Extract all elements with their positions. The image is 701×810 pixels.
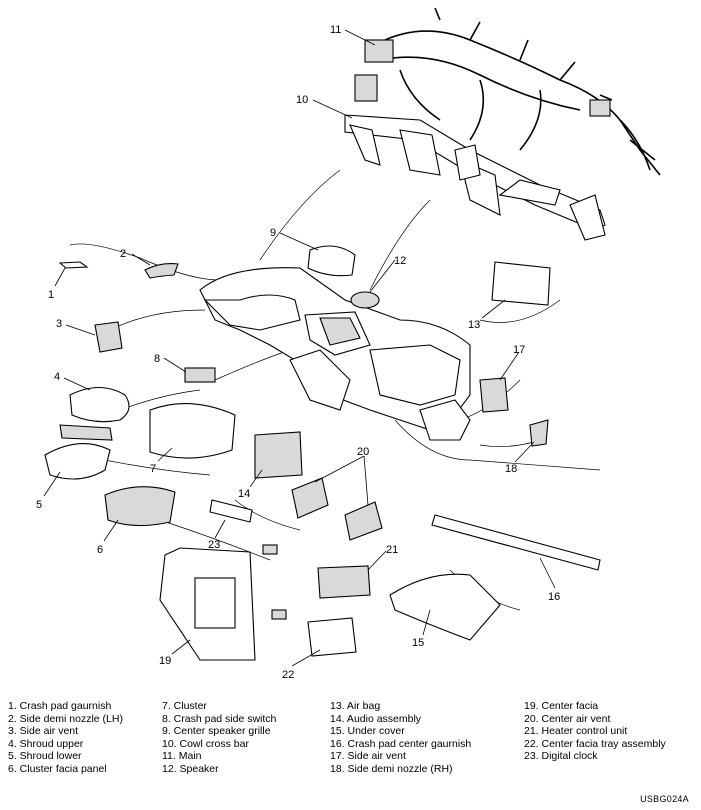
legend-item: 20. Center air vent [524, 712, 611, 725]
legend-item: 23. Digital clock [524, 750, 598, 763]
figure-code: USBG024A [640, 794, 689, 804]
side-air-vent-rh [479, 377, 509, 413]
legend-item: 5. Shroud lower [8, 750, 82, 763]
clip-hardware [262, 544, 278, 555]
legend-column-1: 1. Crash pad gaurnish 2. Side demi nozzl… [8, 700, 123, 776]
center-air-vent-right [344, 501, 383, 541]
callout-20: 20 [357, 446, 369, 458]
callout-22: 22 [282, 669, 294, 681]
air-bag [491, 261, 551, 306]
clip-hardware [271, 609, 287, 620]
callout-23: 23 [208, 539, 220, 551]
callout-1: 1 [48, 289, 54, 301]
under-cover [389, 573, 501, 641]
legend-item: 15. Under cover [330, 725, 405, 738]
legend-item: 10. Cowl cross bar [162, 737, 249, 750]
center-air-vent-left [291, 477, 329, 519]
callout-5: 5 [36, 499, 42, 511]
shroud-lower [44, 443, 111, 480]
heater-control-unit [317, 565, 371, 599]
legend-item: 9. Center speaker grille [162, 725, 271, 738]
callout-15: 15 [412, 637, 424, 649]
legend-item: 7. Cluster [162, 700, 207, 712]
callout-11: 11 [330, 24, 341, 36]
callout-18: 18 [505, 463, 517, 475]
legend-item: 12. Speaker [162, 762, 219, 775]
callout-3: 3 [56, 318, 62, 330]
leader-lines [43, 29, 556, 667]
legend-item: 6. Cluster facia panel [8, 762, 107, 775]
shroud-upper [69, 386, 130, 423]
cluster [149, 403, 236, 459]
legend-item: 19. Center facia [524, 700, 599, 712]
legend-item: 11. Main [162, 750, 202, 763]
center-facia-tray-assembly [307, 617, 357, 657]
side-demi-nozzle-lh [144, 263, 179, 279]
legend-item: 2. Side demi nozzle (LH) [8, 712, 123, 725]
legend-item: 22. Center facia tray assembly [524, 737, 666, 750]
callout-10: 10 [296, 94, 308, 106]
crash-pad-side-switch [184, 367, 216, 383]
harness-connector [589, 99, 611, 117]
center-speaker-grille [307, 245, 356, 277]
callout-17: 17 [513, 344, 525, 356]
crash-pad-garnish [58, 261, 89, 269]
cluster-facia-panel [104, 486, 176, 527]
digital-clock [209, 499, 253, 523]
legend-item: 17. Side air vent [330, 750, 406, 763]
speaker [350, 291, 380, 309]
callout-14: 14 [238, 488, 250, 500]
exploded-parts-diagram: 1 2 3 4 5 6 7 8 9 10 11 12 13 14 15 16 1… [36, 7, 661, 681]
side-demi-nozzle-rh [529, 419, 549, 447]
legend-column-2: 7. Cluster 8. Crash pad side switch 9. C… [162, 700, 276, 776]
callout-9: 9 [270, 227, 276, 239]
legend-item: 8. Crash pad side switch [162, 712, 277, 725]
legend-item: 3. Side air vent [8, 725, 79, 738]
callout-12: 12 [394, 255, 406, 267]
legend-item: 1. Crash pad gaurnish [8, 700, 112, 712]
side-air-vent-lh [94, 321, 123, 353]
callout-7: 7 [150, 463, 156, 475]
harness-connector-block [364, 39, 394, 63]
legend-item: 13. Air bag [330, 700, 381, 712]
legend-column-4: 19. Center facia 20. Center air vent 21.… [524, 700, 666, 763]
cowl-cross-bar [344, 114, 606, 241]
crash-pad-center-garnish [431, 514, 601, 571]
callout-21: 21 [386, 544, 398, 556]
harness-junction-box [354, 74, 378, 102]
callout-8: 8 [154, 353, 160, 365]
shroud-lower-grille [59, 424, 113, 441]
crash-pad-main [199, 267, 471, 441]
callout-2: 2 [120, 248, 126, 260]
parts-legend: 1. Crash pad gaurnish 2. Side demi nozzl… [0, 700, 701, 792]
center-facia-opening [194, 577, 236, 629]
callout-19: 19 [159, 655, 171, 667]
legend-item: 21. Heater control unit [524, 725, 628, 738]
legend-item: 18. Side demi nozzle (RH) [330, 762, 453, 775]
callout-numbers: 1 2 3 4 5 6 7 8 9 10 11 12 13 14 15 16 1… [36, 24, 560, 681]
legend-item: 14. Audio assembly [330, 712, 422, 725]
callout-6: 6 [97, 544, 103, 556]
legend-item: 16. Crash pad center gaurnish [330, 737, 472, 750]
legend-column-3: 13. Air bag 14. Audio assembly 15. Under… [330, 700, 471, 776]
callout-13: 13 [468, 319, 480, 331]
callout-16: 16 [548, 591, 560, 603]
callout-4: 4 [54, 371, 60, 383]
legend-item: 4. Shroud upper [8, 737, 84, 750]
main-wiring-harness [354, 7, 661, 176]
audio-assembly [254, 431, 303, 479]
